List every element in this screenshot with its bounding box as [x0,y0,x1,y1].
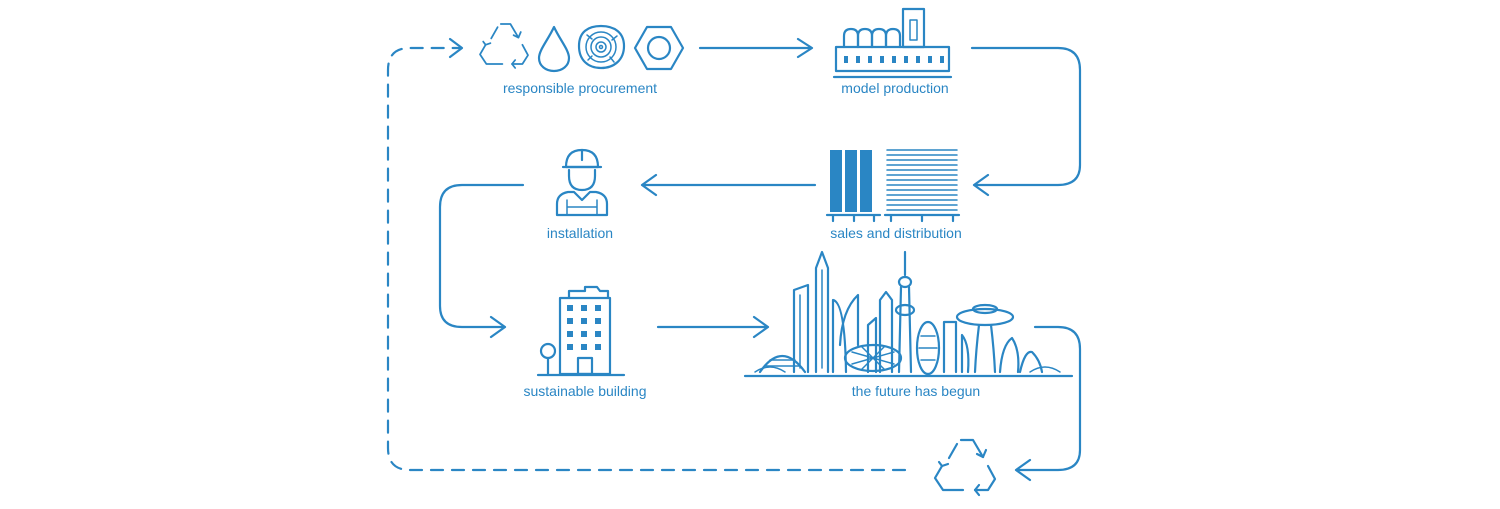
stage-installation: installation [547,148,613,241]
building-icon [536,285,626,377]
arrow-procurement-to-production [698,37,814,59]
factory-icon [832,7,953,79]
building-label: sustainable building [524,383,647,399]
connector-arrows [386,37,1082,482]
dashed-return-loop [386,46,907,472]
panel-stack-icon [825,149,961,223]
arrow-installation-to-building [438,183,525,339]
arrow-building-to-future [656,315,770,339]
dashed-loop-arrowhead [448,37,464,59]
skyline-icon [743,250,1074,378]
installation-label: installation [547,225,613,241]
arrow-sales-to-installation [640,173,817,197]
worker-icon [555,148,609,217]
procurement-label: responsible procurement [503,80,657,96]
sales-label: sales and distribution [830,225,962,241]
arrow-future-to-recycling [1014,325,1082,482]
stage-building: sustainable building [524,285,647,399]
stage-procurement: responsible procurement [479,23,685,96]
production-label: model production [841,80,948,96]
hex-nut-icon [633,25,685,71]
recycle-icon [479,23,529,69]
recycle-icon [933,438,997,497]
stage-recycling [933,438,997,497]
wood-log-icon [577,24,626,70]
arrow-production-to-sales [970,46,1082,197]
stage-sales: sales and distribution [825,149,962,241]
stage-production: model production [832,7,953,96]
stage-future: the future has begun [743,250,1074,399]
water-drop-icon [537,25,571,73]
future-label: the future has begun [852,383,980,399]
